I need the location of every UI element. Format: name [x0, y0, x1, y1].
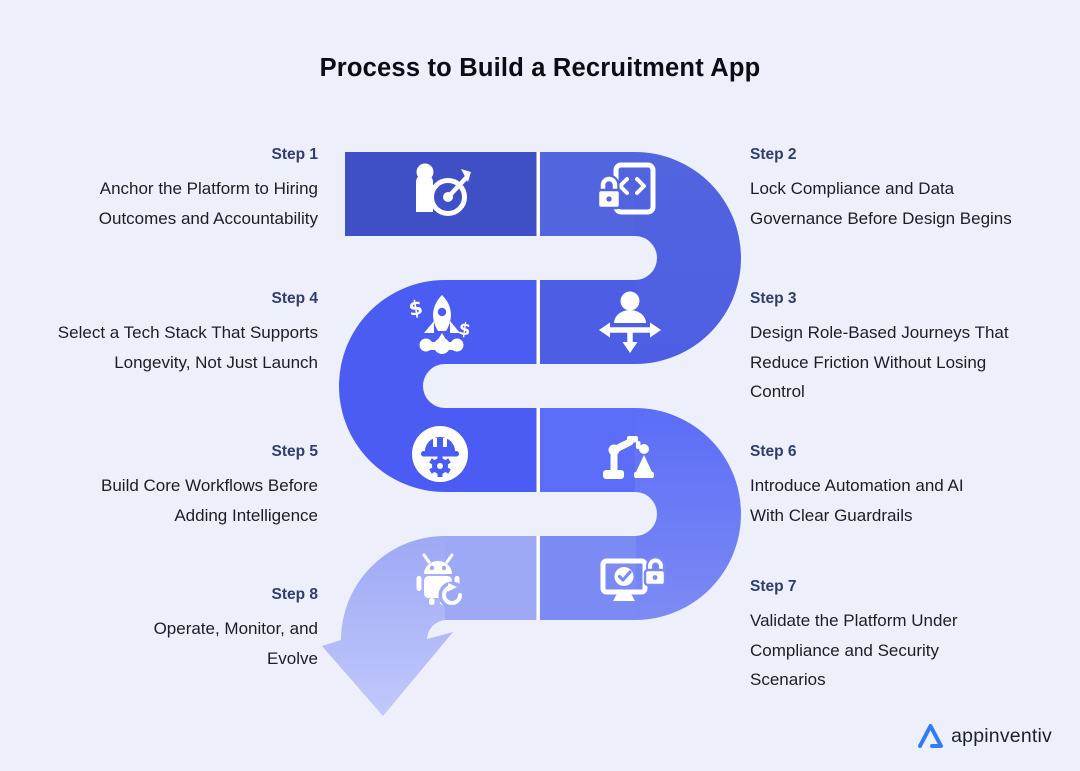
step-6-label: Step 6: [750, 443, 797, 460]
step-5-line-2: Adding Intelligence: [174, 505, 318, 525]
robot-arm-icon: [603, 436, 654, 479]
step-3-line-1: Design Role-Based Journeys That: [750, 323, 1009, 342]
step-7-line-1: Validate the Platform Under: [750, 611, 958, 630]
step-8-line-2: Evolve: [266, 648, 318, 668]
curve-step-6-to-7: [635, 408, 741, 620]
step-1-line-2: Outcomes and Accountability: [98, 208, 318, 228]
step-6-text-block: Step 6 Introduce Automation and AI With …: [750, 443, 1065, 530]
hard-hat-gear-icon: [412, 426, 468, 482]
step-4-text-block: Step 4 Select a Tech Stack That Supports…: [18, 290, 318, 377]
svg-text:$: $: [457, 319, 472, 340]
step-2-line-1: Lock Compliance and Data: [750, 179, 955, 198]
step-8-line-1: Operate, Monitor, and: [153, 619, 318, 638]
person-direction-arrows-icon: [599, 291, 661, 353]
step-8-text-block: Step 8 Operate, Monitor, and Evolve: [18, 586, 318, 673]
step-3-text-block: Step 3 Design Role-Based Journeys That R…: [750, 290, 1065, 407]
step-4-label: Step 4: [271, 290, 318, 307]
step-3-line-2: Reduce Friction Without Losing: [750, 352, 987, 372]
appinventiv-triangle-icon: [918, 724, 944, 748]
step-5-text-block: Step 5 Build Core Workflows Before Addin…: [18, 443, 318, 530]
appinventiv-logo-text: appinventiv: [951, 724, 1052, 747]
step-5-label: Step 5: [271, 443, 318, 460]
step-7-label: Step 7: [750, 578, 797, 595]
divider-row-1: [536, 152, 540, 236]
step-1-text-block: Step 1 Anchor the Platform to Hiring Out…: [18, 146, 318, 233]
step-4-line-1: Select a Tech Stack That Supports: [57, 323, 318, 342]
step-7-line-3: Scenarios: [750, 670, 826, 689]
step-4-line-2: Longevity, Not Just Launch: [114, 352, 318, 372]
segment-step-1: [345, 152, 537, 236]
step-3-line-3: Control: [750, 382, 805, 401]
step-8-label: Step 8: [271, 586, 318, 603]
android-sync-icon: [416, 553, 466, 609]
monitor-check-lock-icon: [600, 556, 667, 601]
rocket-dollar-icon: $ $: [407, 295, 472, 354]
step-5-line-1: Build Core Workflows Before: [101, 476, 318, 495]
step-6-line-2: With Clear Guardrails: [750, 505, 913, 525]
svg-text:$: $: [407, 295, 425, 321]
divider-row-2: [536, 280, 540, 364]
step-3-label: Step 3: [750, 290, 797, 307]
step-1-label: Step 1: [271, 146, 318, 163]
appinventiv-logo: appinventiv: [917, 723, 1052, 749]
step-2-text-block: Step 2 Lock Compliance and Data Governan…: [750, 146, 1065, 233]
step-2-line-2: Governance Before Design Begins: [750, 208, 1012, 228]
step-7-line-2: Compliance and Security: [750, 640, 939, 660]
person-target-icon: [416, 163, 471, 216]
page-title: Process to Build a Recruitment App: [319, 54, 761, 82]
divider-row-4: [536, 536, 540, 620]
step-1-line-1: Anchor the Platform to Hiring: [99, 179, 318, 198]
divider-row-3: [536, 408, 540, 492]
step-2-label: Step 2: [750, 146, 797, 163]
step-7-text-block: Step 7 Validate the Platform Under Compl…: [750, 578, 1065, 695]
document-code-lock-icon: [596, 162, 656, 215]
curve-step-2-to-3: [635, 152, 741, 364]
step-6-line-1: Introduce Automation and AI: [750, 476, 964, 495]
